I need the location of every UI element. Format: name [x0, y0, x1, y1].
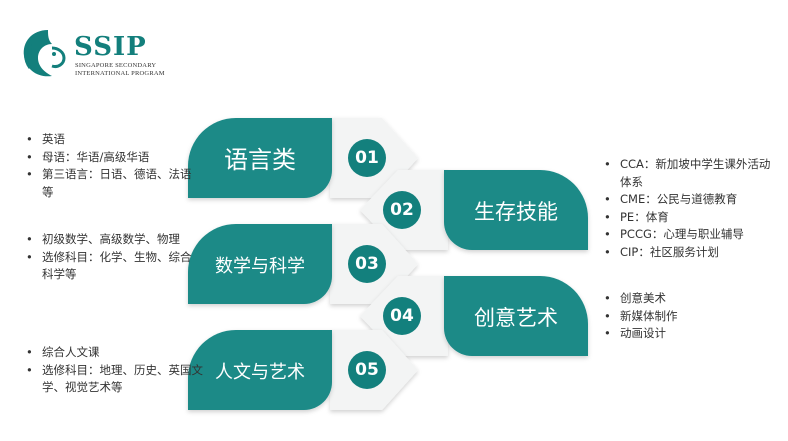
list-item: PE：体育 — [604, 209, 779, 227]
list-item: 母语：华语/高级华语 — [26, 149, 196, 167]
lion-head-icon — [23, 30, 66, 77]
step-label-05: 人文与艺术 — [215, 362, 305, 383]
pill-04 — [444, 276, 588, 356]
step-label-03: 数学与科学 — [215, 256, 305, 277]
humanities-subjects-list: 综合人文课 选修科目：地理、历史、英国文学、视觉艺术等 — [26, 344, 206, 397]
step-number-03: 03 — [348, 245, 386, 283]
step-number-04: 04 — [383, 297, 421, 335]
step-number-02: 02 — [383, 191, 421, 229]
step-number-01: 01 — [348, 139, 386, 177]
life-skills-list: CCA：新加坡中学生课外活动体系 CME：公民与道德教育 PE：体育 PCCG：… — [604, 156, 779, 261]
pill-03 — [188, 224, 332, 304]
logo-subtitle-line2: INTERNATIONAL PROGRAM — [75, 70, 165, 77]
logo-title: SSIP — [74, 32, 147, 62]
logo-subtitle-line1: SINGAPORE SECONDARY — [75, 62, 157, 69]
pill-01 — [188, 118, 332, 198]
list-item: 第三语言：日语、德语、法语等 — [26, 166, 196, 201]
pill-02 — [444, 170, 588, 250]
list-item: 英语 — [26, 131, 196, 149]
step-number-05: 05 — [348, 351, 386, 389]
step-label-04: 创意艺术 — [474, 306, 558, 330]
list-item: 新媒体制作 — [604, 308, 724, 326]
language-subjects-list: 英语 母语：华语/高级华语 第三语言：日语、德语、法语等 — [26, 131, 196, 201]
pill-05 — [188, 330, 332, 410]
ssip-logo: SSIP SINGAPORE SECONDARY INTERNATIONAL P… — [18, 26, 188, 82]
step-label-01: 语言类 — [224, 146, 296, 174]
list-item: 初级数学、高级数学、物理 — [26, 231, 201, 249]
list-item: 选修科目：地理、历史、英国文学、视觉艺术等 — [26, 362, 206, 397]
list-item: 动画设计 — [604, 325, 724, 343]
step-label-02: 生存技能 — [474, 200, 558, 224]
list-item: CME：公民与道德教育 — [604, 191, 779, 209]
math-science-subjects-list: 初级数学、高级数学、物理 选修科目：化学、生物、综合科学等 — [26, 231, 201, 284]
list-item: PCCG：心理与职业辅导 — [604, 226, 779, 244]
list-item: 选修科目：化学、生物、综合科学等 — [26, 249, 201, 284]
creative-arts-list: 创意美术 新媒体制作 动画设计 — [604, 290, 724, 343]
list-item: CIP：社区服务计划 — [604, 244, 779, 262]
list-item: 综合人文课 — [26, 344, 206, 362]
list-item: 创意美术 — [604, 290, 724, 308]
list-item: CCA：新加坡中学生课外活动体系 — [604, 156, 779, 191]
